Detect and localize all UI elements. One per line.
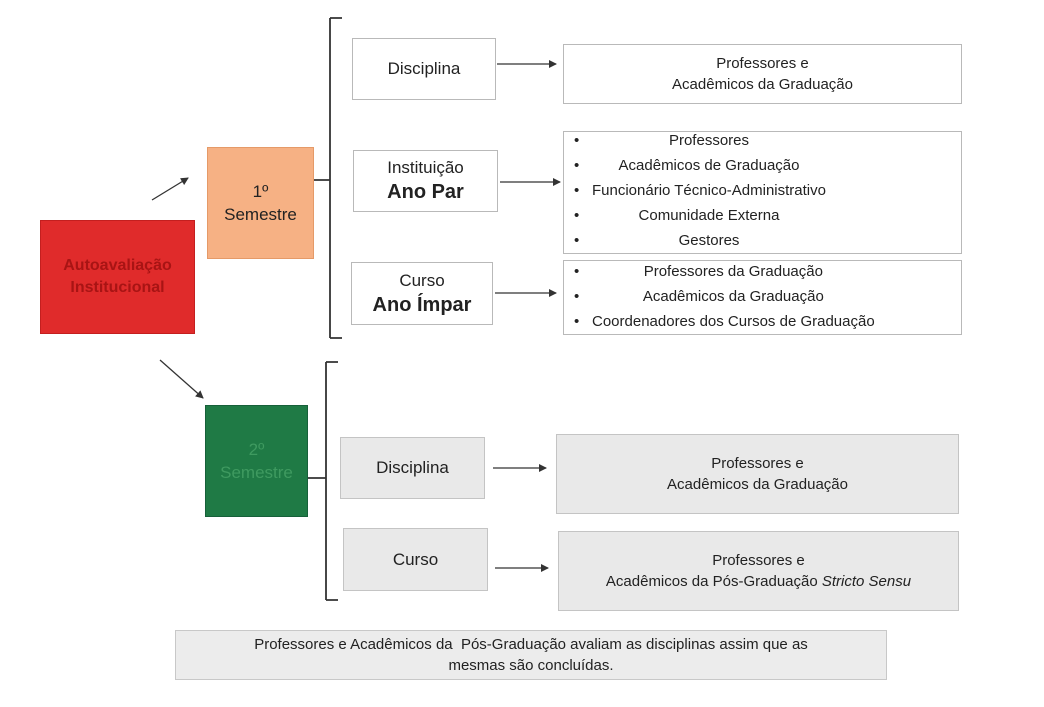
- s2-curso-target-italic: Stricto Sensu: [821, 573, 912, 590]
- semester2-node: 2º Semestre: [205, 405, 308, 517]
- s2-curso-target: Professores e Acadêmicos da Pós-Graduaçã…: [558, 531, 959, 611]
- s1-curso-list: Professores da Graduação Acadêmicos da G…: [568, 259, 875, 334]
- s2-curso-target-line2: Acadêmicos da Pós-Graduação Stricto Sens…: [606, 571, 911, 592]
- list-item: Funcionário Técnico-Administrativo: [568, 178, 826, 203]
- s1-instituicao-list: Professores Acadêmicos de Graduação Func…: [568, 128, 826, 253]
- s2-curso-node: Curso: [343, 528, 488, 591]
- s2-disciplina-label: Disciplina: [376, 458, 449, 477]
- s2-disciplina-target-line2: Acadêmicos da Graduação: [667, 476, 848, 493]
- list-item: Acadêmicos da Graduação: [568, 284, 875, 309]
- semester1-label-line2: Semestre: [224, 205, 297, 224]
- root-node: Autoavaliação Institucional: [40, 220, 195, 334]
- list-item: Professores: [568, 128, 826, 153]
- s1-instituicao-sub: Ano Par: [387, 181, 464, 203]
- s1-disciplina-node: Disciplina: [352, 38, 496, 100]
- list-item: Coordenadores dos Cursos de Graduação: [568, 309, 875, 334]
- s1-disciplina-target-line1: Professores e: [716, 55, 809, 72]
- list-item: Comunidade Externa: [568, 203, 826, 228]
- footnote-line2: mesmas são concluídas.: [448, 657, 614, 674]
- arrow-root-to-s1: [151, 177, 189, 201]
- semester2-label-line1: 2º: [248, 440, 265, 459]
- root-label: Autoavaliação Institucional: [63, 257, 172, 296]
- s1-instituicao-label: Instituição: [387, 158, 464, 177]
- s1-curso-sub: Ano Ímpar: [372, 293, 472, 316]
- semester1-node: 1º Semestre: [207, 147, 314, 259]
- s1-curso-node: Curso Ano Ímpar: [351, 262, 493, 325]
- brace-semester2: [308, 361, 338, 601]
- s2-disciplina-target-line1: Professores e: [711, 455, 804, 472]
- footnote-line1: Professores e Acadêmicos da Pós-Graduaçã…: [254, 636, 808, 653]
- arrow-root-to-s2: [159, 359, 204, 399]
- s2-disciplina-target: Professores e Acadêmicos da Graduação: [556, 434, 959, 514]
- s2-curso-target-plain: Acadêmicos da Pós-Graduação: [605, 573, 818, 590]
- semester1-label-line1: 1º: [252, 182, 269, 201]
- s1-curso-label: Curso: [399, 270, 445, 290]
- brace-semester1: [314, 17, 342, 339]
- s1-instituicao-node: Instituição Ano Par: [353, 150, 498, 212]
- s1-instituicao-target: Professores Acadêmicos de Graduação Func…: [563, 128, 962, 254]
- s2-curso-target-line1: Professores e: [712, 552, 805, 569]
- list-item: Professores da Graduação: [568, 259, 875, 284]
- s1-disciplina-label: Disciplina: [387, 59, 461, 78]
- footnote-box: Professores e Acadêmicos da Pós-Graduaçã…: [175, 630, 887, 680]
- s2-disciplina-node: Disciplina: [340, 437, 485, 499]
- list-item: Acadêmicos de Graduação: [568, 153, 826, 178]
- s2-curso-label: Curso: [392, 549, 439, 569]
- s1-curso-target: Professores da Graduação Acadêmicos da G…: [563, 259, 962, 335]
- s1-disciplina-target-line2: Acadêmicos da Graduação: [672, 76, 853, 93]
- list-item: Gestores: [568, 228, 826, 253]
- s1-disciplina-target: Professores e Acadêmicos da Graduação: [563, 44, 962, 104]
- semester2-label-line2: Semestre: [220, 463, 293, 482]
